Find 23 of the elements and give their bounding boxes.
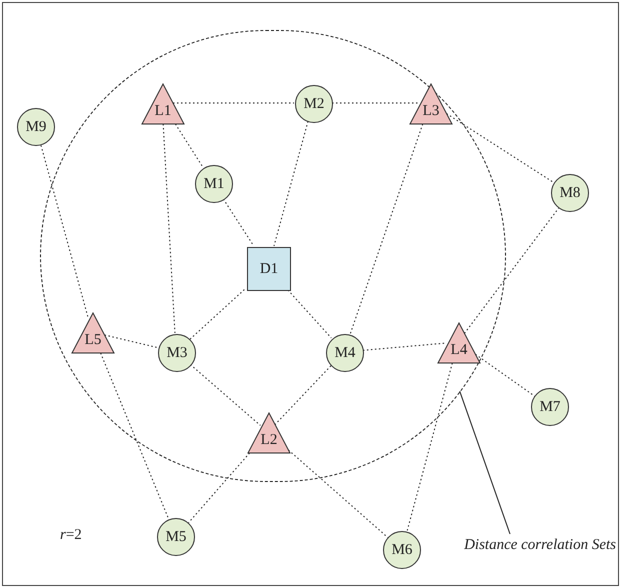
dotted-connector: [474, 354, 535, 397]
dotted-connector: [40, 144, 89, 319]
triangle-node: L1: [141, 83, 185, 125]
triangle-node: L5: [71, 312, 115, 354]
radius-label: r=2: [60, 526, 82, 545]
dotted-connector: [274, 365, 332, 426]
annotation-text: Distance correlation Sets: [444, 534, 616, 556]
dotted-connector: [188, 452, 250, 524]
square-node: D1: [247, 247, 291, 291]
triangle-node: L2: [247, 412, 291, 454]
dotted-connector: [104, 334, 158, 348]
triangle-node: L4: [437, 322, 481, 364]
triangle-node: L3: [409, 83, 453, 125]
dotted-connector: [287, 290, 332, 338]
dotted-connector: [406, 362, 453, 532]
dotted-connector: [190, 288, 246, 340]
dotted-connector: [172, 102, 294, 104]
dotted-connector: [174, 124, 204, 168]
dotted-connector: [464, 208, 560, 334]
dotted-connector: [350, 124, 424, 335]
dotted-connector: [100, 352, 170, 520]
leader-line: [459, 390, 510, 534]
dotted-connector: [162, 124, 176, 334]
